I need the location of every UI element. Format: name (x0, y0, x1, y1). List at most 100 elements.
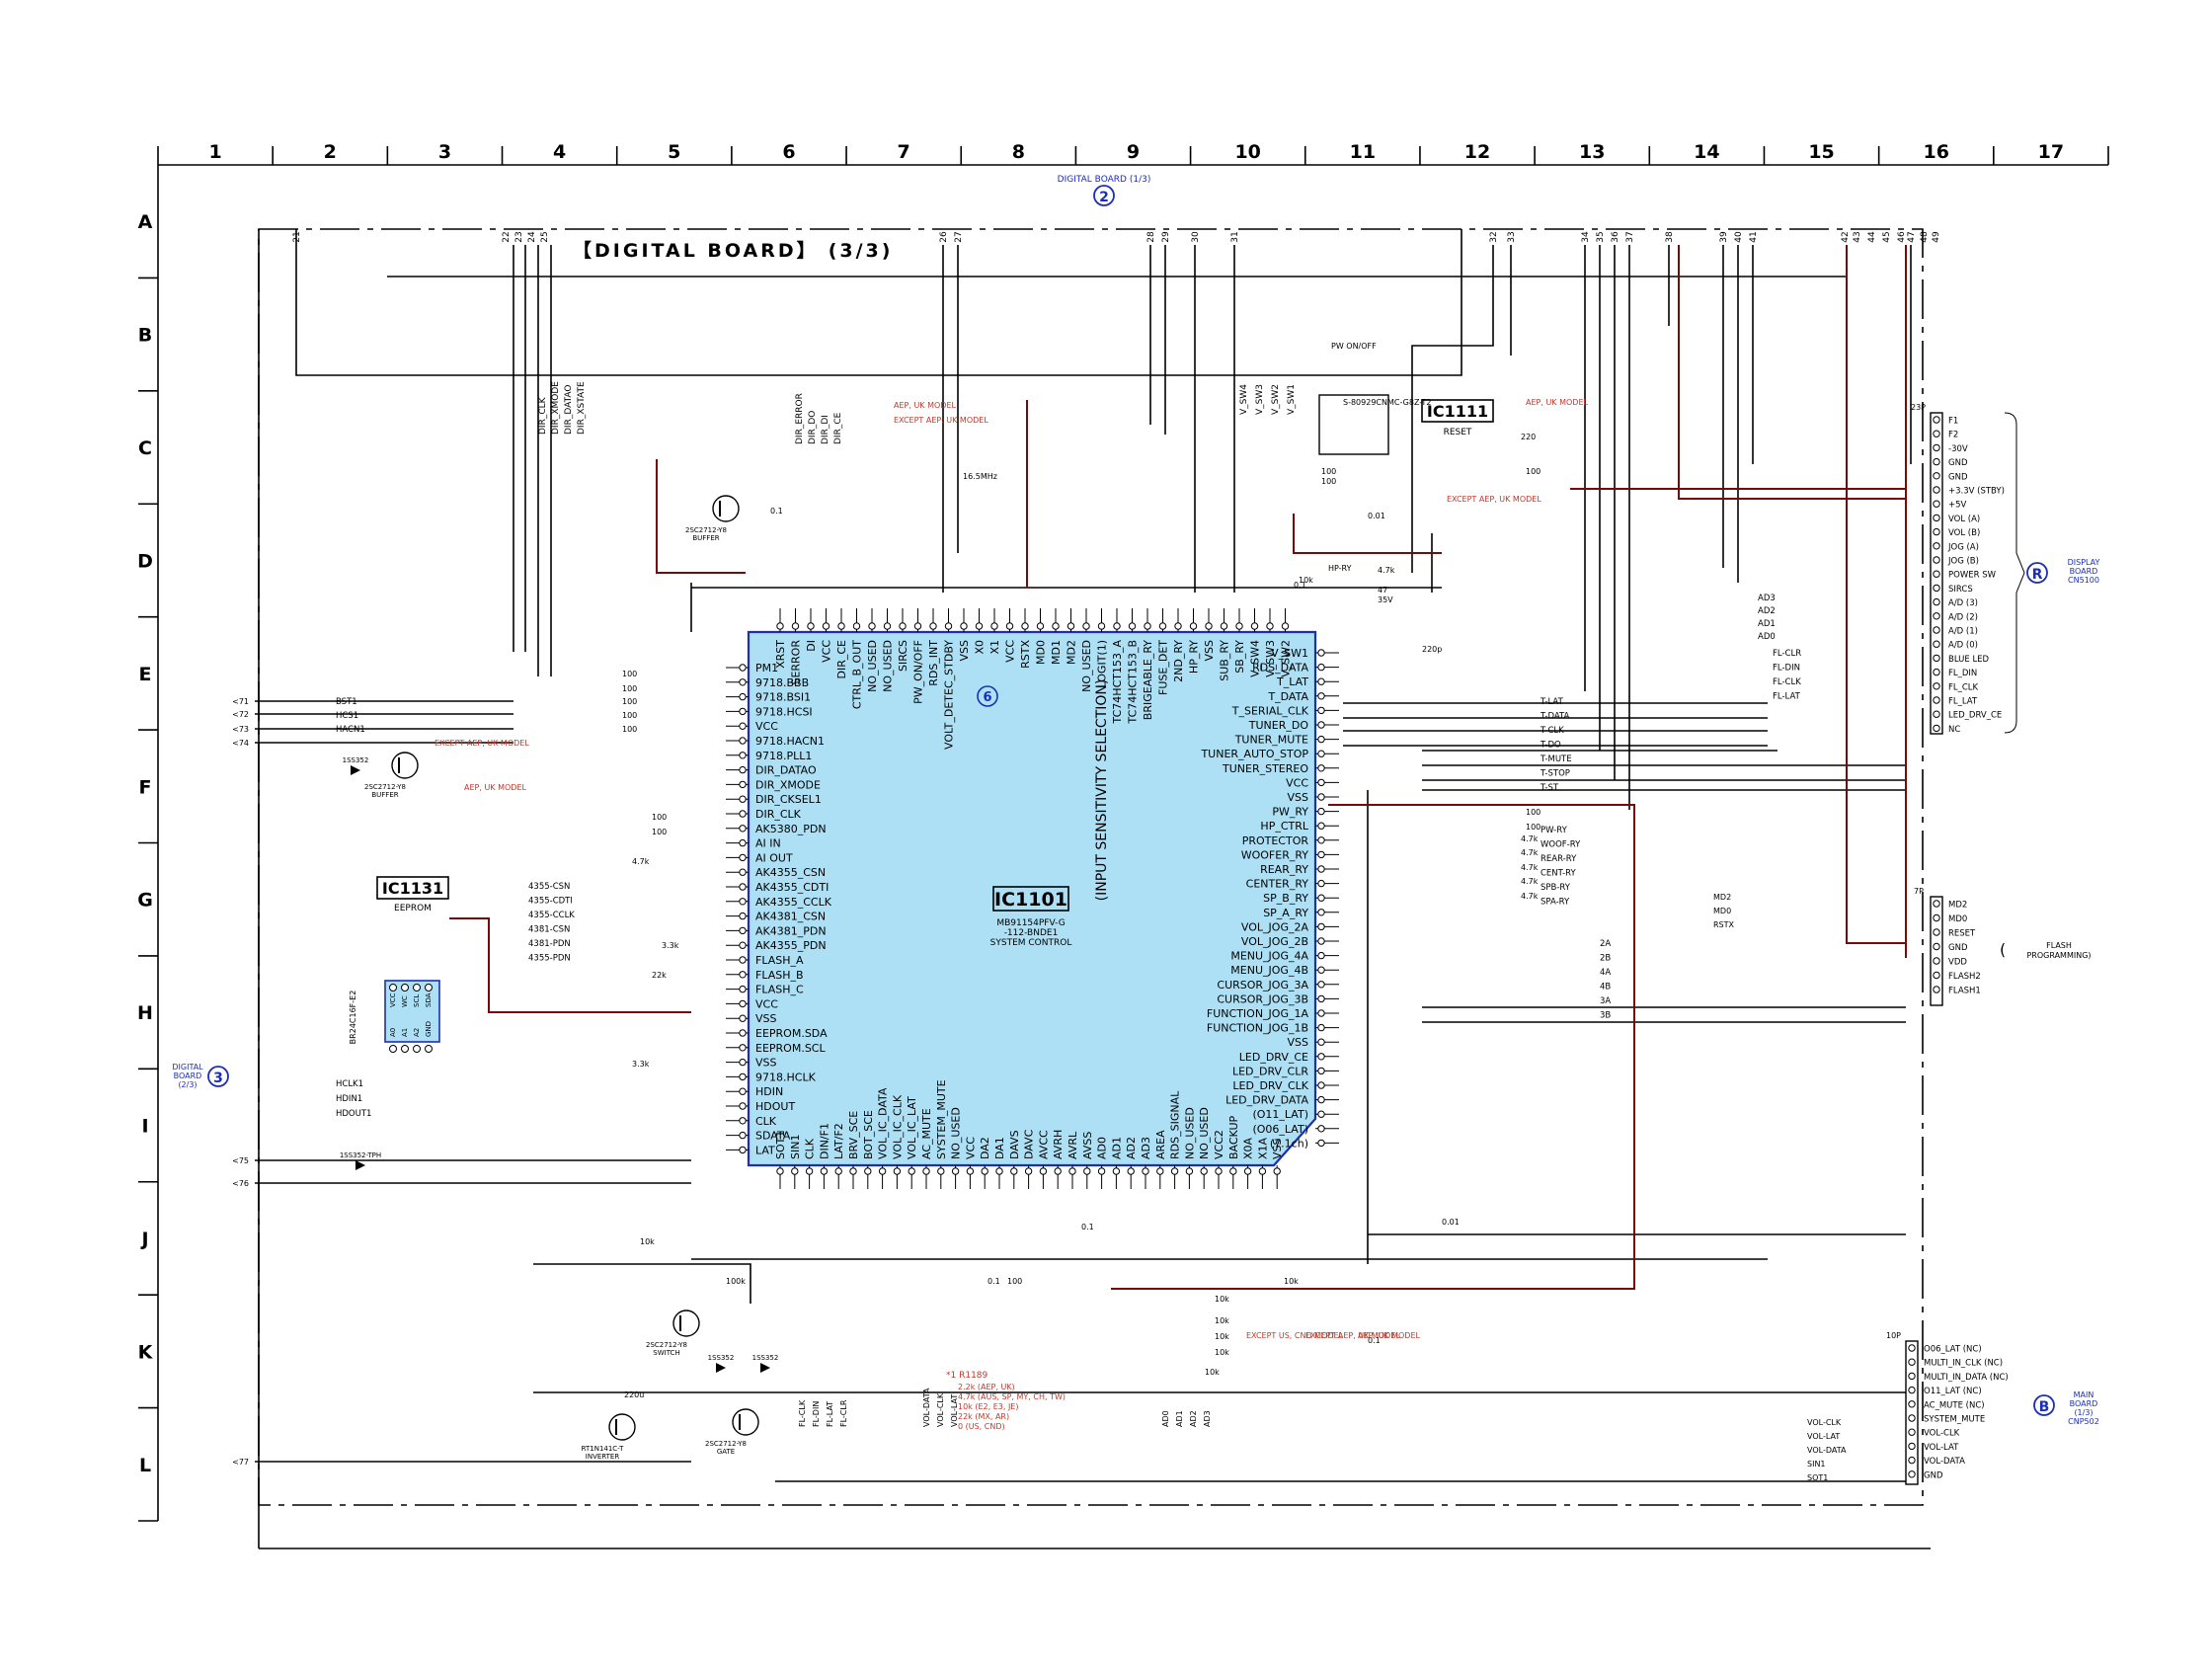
grid-column-label: 16 (1924, 141, 1949, 163)
resistor-value: 100 (622, 684, 637, 693)
ic1101-left-pin-pad (739, 985, 747, 993)
net-label: HCLK1 (336, 1079, 363, 1089)
ic1101-bottom-pin-name: VSS (1271, 1138, 1284, 1159)
ic1101-bottom-pin-pad (776, 1167, 784, 1175)
bottom-net-label: FL-LAT (826, 1401, 834, 1427)
top-connector-number: 28 (1146, 231, 1156, 243)
ic1101-bottom-pin-pad (1142, 1167, 1149, 1175)
ic1101-right-pin-pad (1317, 750, 1325, 757)
display-connector-pin-name: FL_CLK (1948, 682, 1979, 692)
resistor-value: 4.7k (1521, 848, 1539, 857)
ic1101-bottom-pin-name: DAVC (1023, 1129, 1036, 1159)
transistors: 2SC2712-Y8BUFFER2SC2712-Y8BUFFER2SC2712-… (364, 495, 759, 1461)
capacitor-value: 0.1 (1294, 581, 1306, 590)
ic1101-bottom-pin-pad (951, 1167, 960, 1175)
diode-part: 1SS352 (752, 1354, 779, 1362)
ic1101-left-pin-name: 9718.BSI1 (755, 691, 811, 704)
title-bracket-open: 【 (573, 239, 594, 262)
ic1101-bottom-pin-pad (1185, 1167, 1194, 1175)
ic1101-bottom-pin-name: AD3 (1140, 1137, 1152, 1159)
ic1101-left-pin-name: FLASH_A (755, 954, 804, 967)
bottom-net-label: AD0 (1161, 1410, 1170, 1427)
net-label: AD0 (1758, 632, 1776, 642)
main-connector-pin (1908, 1470, 1916, 1478)
ic1101-left-pin-pad (739, 795, 747, 803)
net-label: FL-DIN (1773, 664, 1800, 674)
flash-connector-pin-name: VDD (1948, 958, 1967, 968)
note-except-aep-uk-2: EXCEPT AEP, UK MODEL (434, 739, 529, 748)
ic1101-right-pin-name: RDS_DATA (1252, 662, 1308, 675)
transistor-symbol (391, 752, 419, 779)
r1189-row: 2.2k (AEP, UK) (958, 1383, 1015, 1391)
ic1101-left-pin-name: FLASH_C (755, 984, 804, 996)
diode-symbol (760, 1363, 770, 1373)
ic1101-right-pin-pad (1317, 1009, 1325, 1017)
flash-group-paren: ( (2000, 940, 2006, 959)
board-label-line: CNP502 (2068, 1417, 2099, 1426)
ic1101-right-pin-pad (1317, 922, 1325, 931)
top-connector-number: 24 (527, 231, 537, 243)
ic1101-left-pin-name: PM1 (755, 662, 778, 675)
ic1111-ref: IC1111 (1427, 402, 1488, 421)
main-net-label: VOL-LAT (1807, 1432, 1840, 1441)
ic1101-right-pin-name: (7.1ch) (1270, 1137, 1308, 1150)
note-except-aep-uk-4: EXCEPT AEP, UK MODEL (1305, 1331, 1400, 1340)
ic1101-left-pin-name: FLASH_B (755, 969, 804, 982)
ic1101-right-pin-pad (1317, 1139, 1325, 1148)
ic1101-top-pin-pad (852, 622, 861, 630)
ic1101-right-pin-name: V_SW1 (1271, 647, 1308, 660)
ic1101-top-pin-name: PW_ON/OFF (912, 640, 925, 704)
resistor-value: 100 (622, 697, 637, 706)
ic1101-right-pin-name: PW_RY (1272, 806, 1308, 819)
note-aep-uk-4: AEP, UK MODEL (1358, 1331, 1420, 1340)
ic1101-bottom-pin-name: DAVS (1008, 1130, 1021, 1159)
transistor-function: BUFFER (692, 534, 719, 542)
display-connector-pin-name: -30V (1948, 444, 1968, 454)
ic1101-top-pin-name: V_SW4 (1249, 640, 1262, 677)
ic1101-bottom-pin-pad (1039, 1167, 1048, 1175)
ic1101-top-pin-pad (868, 622, 876, 630)
ic1101-bottom-pin-pad (849, 1167, 857, 1175)
ic1101-left-pin-pad (739, 825, 747, 833)
main-connector-pin-name: O11_LAT (NC) (1924, 1387, 1982, 1396)
ic1101-top-pin-pad (1250, 622, 1259, 630)
ic1101-right-pin-pad (1317, 649, 1325, 657)
net-label: HCS1 (336, 711, 358, 721)
ic1101-right-pins: V_SW1RDS_DATAT_LATT_DATAT_SERIAL_CLKTUNE… (1200, 647, 1339, 1150)
transistor-part: RT1N141C-T (582, 1445, 624, 1453)
ic1101-top-pin-name: SUB_RY (1219, 640, 1231, 681)
r1189-title: *1 R1189 (946, 1371, 988, 1381)
ic1101-top-pin-name: X0 (974, 640, 987, 655)
ic1101-right-pin-pad (1317, 1110, 1325, 1118)
ic1101-right-pin-name: LED_DRV_CE (1239, 1051, 1308, 1064)
ic1101-left-pin-pad (739, 1131, 747, 1140)
ic1101-top-pin-name: VCC (1004, 640, 1017, 663)
resistor-value: 220 (1521, 433, 1536, 441)
grid-column-label: 2 (324, 141, 337, 163)
ic1101-part: MB91154PFV-G (996, 918, 1065, 928)
resistor-value: 10k (1215, 1348, 1229, 1357)
net-label: T-LAT (1540, 697, 1564, 707)
board-main-letter: B (2039, 1399, 2050, 1415)
resistor-value: 4.7k (1521, 863, 1539, 872)
main-connector-pin (1908, 1400, 1916, 1408)
component-values: 1001001001001001001004.7k4.7k4.7k4.7k4.7… (622, 433, 1540, 1399)
ic1101-bottom-pin-name: X0A (1242, 1137, 1255, 1159)
net-label: T-ST (1540, 783, 1559, 793)
title-sheet-number: (3/3) (829, 240, 894, 262)
ic1101-top-pin-name: RSTX (1019, 640, 1032, 669)
ic1101-top-pin-pad (1052, 622, 1060, 630)
flash-net-label: MD2 (1713, 893, 1731, 902)
ic1101-right-pin-pad (1317, 1038, 1325, 1046)
ic1101-left-pin-name: HDOUT (755, 1100, 795, 1113)
transistor-symbol (608, 1413, 636, 1441)
ic1101-top-pin-name: FUSE_DET (1157, 640, 1170, 695)
top-connector-number: 26 (939, 231, 949, 243)
net-label: HDIN1 (336, 1094, 362, 1104)
display-connector-pin (1933, 640, 1940, 648)
title-bracket-close: 】 (797, 239, 819, 262)
ic1111-part: S-80929CNMC-G8Z-T2 (1343, 398, 1431, 407)
